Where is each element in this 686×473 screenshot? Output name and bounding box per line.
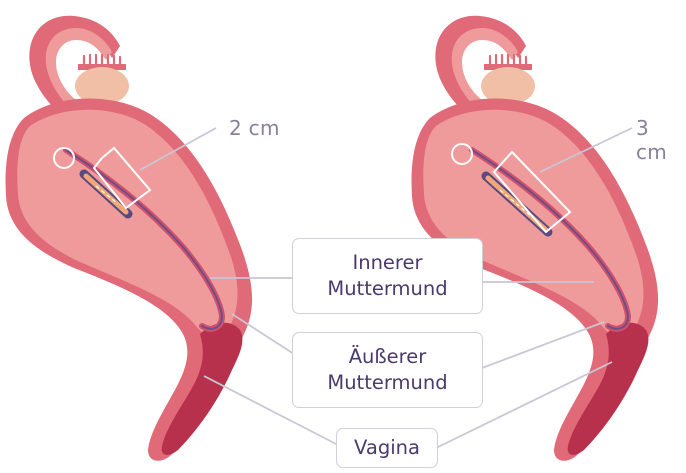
label-outer-os: Äußerer Muttermund bbox=[292, 332, 483, 408]
label-vagina-text: Vagina bbox=[354, 435, 420, 461]
label-inner-os: Innerer Muttermund bbox=[292, 238, 483, 314]
measurement-right: 3 cm bbox=[636, 116, 686, 164]
label-outer-os-line2: Muttermund bbox=[327, 370, 447, 396]
measurement-left: 2 cm bbox=[229, 116, 280, 140]
label-vagina: Vagina bbox=[336, 428, 438, 468]
label-inner-os-line2: Muttermund bbox=[327, 276, 447, 302]
label-outer-os-line1: Äußerer bbox=[349, 344, 427, 370]
label-inner-os-line1: Innerer bbox=[352, 250, 422, 276]
uterus-left bbox=[6, 16, 253, 461]
